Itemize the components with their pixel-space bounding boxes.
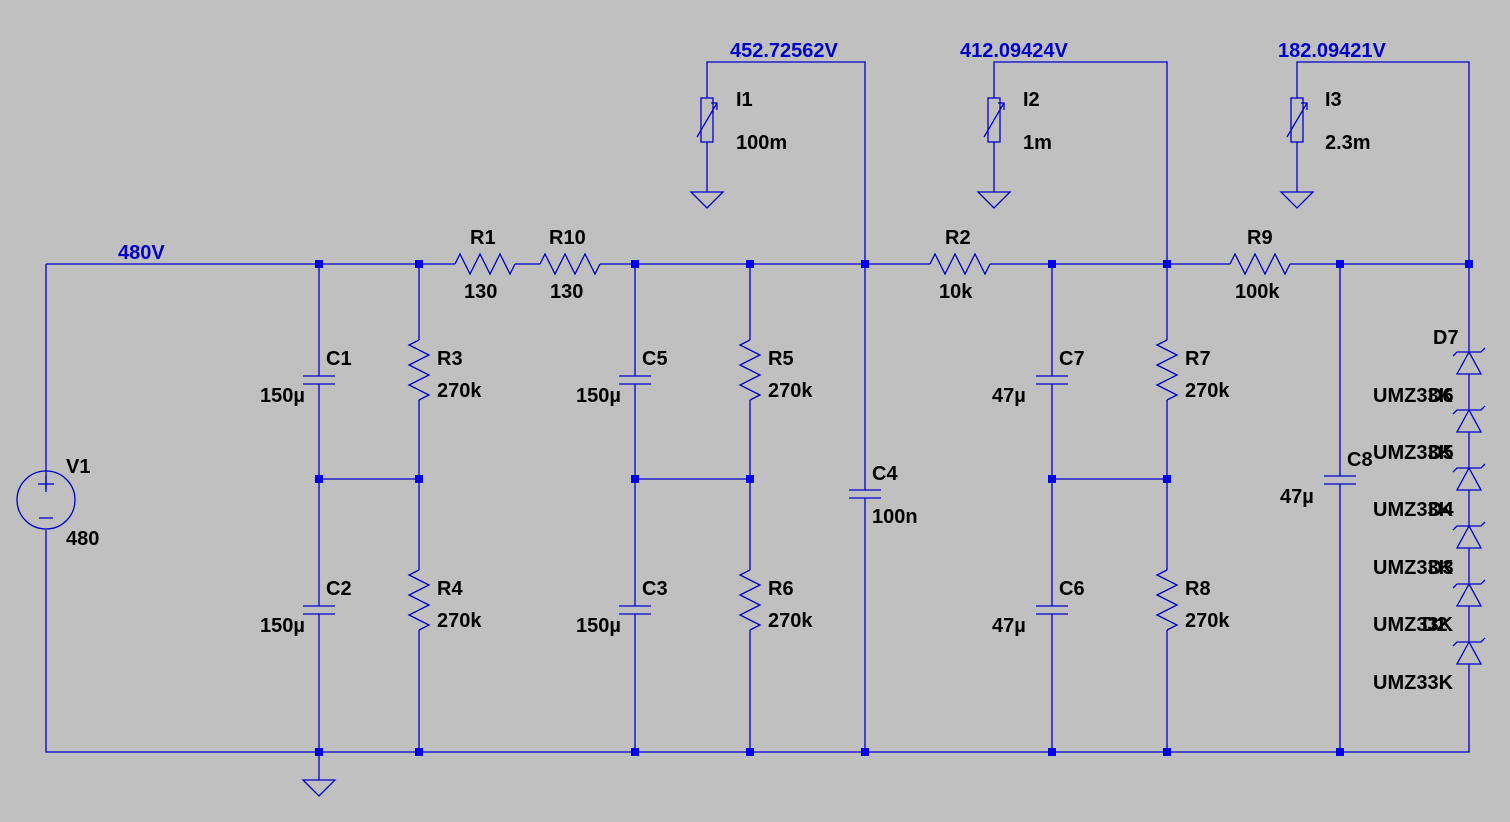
zener-diode[interactable] (1452, 521, 1486, 549)
capacitor-c6[interactable]: C6 47µ (992, 578, 1085, 637)
net-label-n3: 182.09421V (1278, 40, 1387, 62)
c4-value: 100n (872, 506, 918, 528)
r5-name: R5 (768, 348, 794, 370)
r4-value: 270k (437, 610, 482, 632)
capacitor-c8[interactable]: C8 47µ (1280, 449, 1373, 508)
voltage-source-v1[interactable]: V1 480 (16, 456, 99, 550)
resistor-r5[interactable]: R5 270k (738, 339, 813, 402)
ground-icon (301, 779, 337, 797)
zener-diode[interactable] (1452, 347, 1486, 375)
r2-name: R2 (945, 227, 971, 249)
resistor-r9[interactable]: R9 100k (1229, 227, 1291, 303)
net-labels: 480V 452.72562V 412.09424V 182.09421V (118, 40, 1387, 264)
resistor-r2[interactable]: R2 10k (929, 227, 991, 303)
zener-part-label: UMZ33K (1373, 614, 1454, 636)
r6-value: 270k (768, 610, 813, 632)
net-label-input: 480V (118, 242, 165, 264)
capacitor-c5[interactable]: C5 150µ (576, 348, 668, 407)
r2-value: 10k (939, 281, 973, 303)
c7-value: 47µ (992, 385, 1026, 407)
ground-symbols (301, 191, 1315, 797)
r4-name: R4 (437, 578, 463, 600)
c2-name: C2 (326, 578, 352, 600)
resistor-r8[interactable]: R8 270k (1155, 569, 1230, 632)
i2-value: 1m (1023, 132, 1052, 154)
r9-value: 100k (1235, 281, 1280, 303)
i3-name: I3 (1325, 89, 1342, 111)
zener-diode[interactable] (1452, 637, 1486, 665)
zener-name: D2 (1422, 614, 1448, 636)
c5-value: 150µ (576, 385, 621, 407)
c4-name: C4 (872, 463, 898, 485)
resistor-r6[interactable]: R6 270k (738, 569, 813, 632)
r8-name: R8 (1185, 578, 1211, 600)
capacitor-c2[interactable]: C2 150µ (260, 578, 352, 637)
resistor-r3[interactable]: R3 270k (407, 339, 482, 402)
r5-value: 270k (768, 380, 813, 402)
c8-value: 47µ (1280, 486, 1314, 508)
c1-value: 150µ (260, 385, 305, 407)
r3-value: 270k (437, 380, 482, 402)
r1-value: 130 (464, 281, 497, 303)
r3-name: R3 (437, 348, 463, 370)
r6-name: R6 (768, 578, 794, 600)
junctions (315, 260, 1473, 756)
ground-icon (976, 191, 1012, 209)
r10-value: 130 (550, 281, 583, 303)
r7-value: 270k (1185, 380, 1230, 402)
capacitor-c7[interactable]: C7 47µ (992, 348, 1085, 407)
zener-name: D5 (1428, 442, 1454, 464)
zener-chain: D7 D6 D5 D4 D3 D2 UMZ33K UMZ33K UMZ33K U… (1373, 327, 1486, 720)
resistor-r4[interactable]: R4 270k (407, 569, 482, 632)
zener-name: D4 (1428, 499, 1454, 521)
capacitor-c3[interactable]: C3 150µ (576, 578, 668, 637)
r8-value: 270k (1185, 610, 1230, 632)
i2-name: I2 (1023, 89, 1040, 111)
capacitor-c4[interactable]: C4 100n (849, 463, 918, 528)
capacitor-c1[interactable]: C1 150µ (260, 348, 352, 407)
zener-part-label: UMZ33K (1373, 557, 1454, 579)
ground-icon (689, 191, 725, 209)
zener-part-label: UMZ33K (1373, 442, 1454, 464)
zener-name: D6 (1428, 385, 1454, 407)
r1-name: R1 (470, 227, 496, 249)
c5-name: C5 (642, 348, 668, 370)
r7-name: R7 (1185, 348, 1211, 370)
zener-part-label: UMZ33K (1373, 385, 1454, 407)
c6-name: C6 (1059, 578, 1085, 600)
v1-name: V1 (66, 456, 90, 478)
r9-name: R9 (1247, 227, 1273, 249)
current-source-i1[interactable]: I1 100m (696, 89, 787, 154)
c3-name: C3 (642, 578, 668, 600)
zener-name: D3 (1428, 557, 1454, 579)
c7-name: C7 (1059, 348, 1085, 370)
v1-value: 480 (66, 528, 99, 550)
c6-value: 47µ (992, 615, 1026, 637)
c3-value: 150µ (576, 615, 621, 637)
r10-name: R10 (549, 227, 586, 249)
c8-name: C8 (1347, 449, 1373, 471)
zener-part-label: UMZ33K (1373, 499, 1454, 521)
resistor-r1[interactable]: R1 130 (454, 227, 516, 303)
zener-diode[interactable] (1452, 579, 1486, 607)
net-label-n2: 412.09424V (960, 40, 1069, 62)
net-label-n1: 452.72562V (730, 40, 839, 62)
i1-name: I1 (736, 89, 753, 111)
c1-name: C1 (326, 348, 352, 370)
current-source-i2[interactable]: I2 1m (983, 89, 1052, 154)
resistor-r7[interactable]: R7 270k (1155, 339, 1230, 402)
zener-part-label: UMZ33K (1373, 672, 1454, 694)
ground-icon (1279, 191, 1315, 209)
resistor-r10[interactable]: R10 130 (539, 227, 601, 303)
zener-diode[interactable] (1452, 463, 1486, 491)
zener-diode[interactable] (1452, 405, 1486, 433)
current-source-i3[interactable]: I3 2.3m (1286, 89, 1371, 154)
c2-value: 150µ (260, 615, 305, 637)
wires (45, 61, 1470, 780)
d7-name: D7 (1433, 327, 1459, 349)
i3-value: 2.3m (1325, 132, 1371, 154)
i1-value: 100m (736, 132, 787, 154)
